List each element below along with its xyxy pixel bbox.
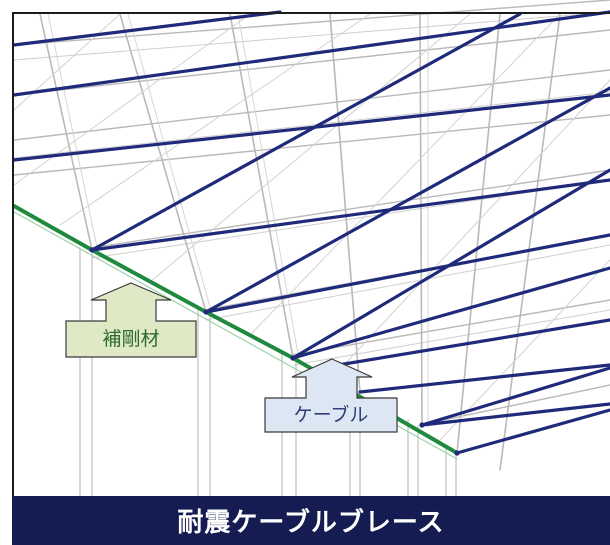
cable-callout-shape	[264, 358, 398, 433]
roof-purlin	[13, 0, 610, 46]
cable-joints	[89, 247, 460, 456]
diagram-title: 耐震ケーブルブレース	[177, 508, 445, 538]
cable-anchor	[203, 309, 209, 315]
roof-purlin-secondary	[13, 91, 610, 159]
roof-rafter	[39, 13, 93, 251]
cable-brace	[358, 363, 610, 394]
up-arrow-icon	[65, 282, 197, 358]
cable-brace	[12, 10, 282, 47]
roof-purlin	[291, 299, 610, 356]
roof-purlin	[89, 169, 610, 249]
cable-label: ケーブル	[293, 404, 369, 426]
up-arrow-icon	[264, 358, 398, 433]
roof-purlin	[13, 114, 610, 176]
roof-rafter-secondary	[127, 13, 213, 315]
roof-brace	[149, 13, 471, 283]
roof-rafter-secondary	[47, 13, 99, 253]
cable-anchor	[89, 247, 95, 253]
roof-rafter	[499, 13, 561, 471]
roof-purlin	[419, 384, 610, 426]
cable-brace	[204, 86, 610, 314]
cable-brace	[455, 408, 610, 455]
reinforcement-callout-shape	[65, 282, 197, 358]
cable-braces	[12, 10, 610, 455]
cable-anchor	[290, 355, 296, 361]
roof-rafter-secondary	[237, 13, 300, 361]
cable-brace	[204, 233, 610, 314]
reinforcement-beam-segment	[90, 248, 208, 314]
cable-brace	[420, 402, 610, 427]
roof-brace	[59, 13, 371, 226]
reinforcement-label: 補剛材	[102, 328, 160, 350]
cable-anchor	[419, 422, 425, 428]
roof-frame-members	[13, 0, 610, 471]
roof-purlin	[13, 69, 610, 141]
cable-brace	[90, 12, 522, 252]
roof-purlin-secondary	[293, 309, 610, 366]
cable-brace	[12, 10, 610, 97]
roof-brace	[329, 79, 610, 381]
cable-brace	[291, 168, 610, 360]
cable-anchor	[454, 450, 460, 456]
reinforcement-beam-segment	[204, 310, 295, 360]
roof-rafter	[329, 13, 361, 393]
cable-brace	[291, 266, 610, 360]
cable-brace	[90, 178, 610, 252]
roof-purlin-secondary	[205, 244, 610, 321]
cable-brace	[318, 318, 610, 370]
title-bar: 耐震ケーブルブレース	[12, 496, 610, 545]
cable-brace	[420, 366, 610, 427]
roof-purlin	[13, 29, 610, 96]
reinforcement-beam-segment	[12, 204, 94, 252]
roof-rafter	[119, 13, 207, 313]
roof-rafter	[456, 13, 501, 454]
roof-rafter	[419, 13, 423, 426]
roof-brace	[249, 13, 561, 336]
